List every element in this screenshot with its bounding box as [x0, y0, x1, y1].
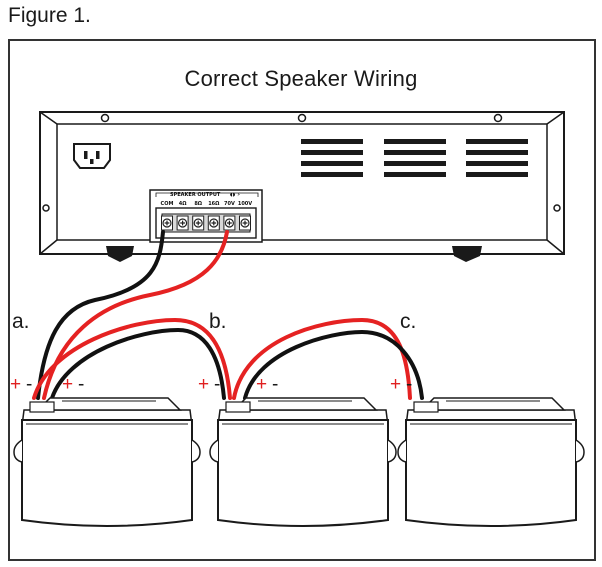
speaker-a-label: a.: [12, 310, 30, 333]
speaker-a-minus-out: -: [78, 374, 84, 395]
amplifier-rear-panel: [39, 111, 565, 262]
terminal-screw-icon: [223, 215, 236, 231]
terminal-label: 16Ω: [208, 201, 220, 207]
speaker-b-label: b.: [209, 310, 227, 333]
ventilation-grille-icon: [301, 139, 528, 177]
speaker-a: [13, 397, 201, 527]
terminal-screw-icon: [192, 215, 205, 231]
diagram-title: Correct Speaker Wiring: [184, 66, 418, 91]
speaker-link-wires: [32, 317, 424, 400]
terminal-label: 4Ω: [179, 201, 187, 207]
speaker-c-plus-in: +: [390, 374, 401, 395]
terminal-label: COM: [161, 201, 174, 207]
terminal-screw-icon: [238, 215, 252, 231]
terminal-label: 8Ω: [194, 201, 202, 207]
speaker-a-plus-out: +: [62, 374, 73, 395]
speaker-c: [397, 397, 585, 527]
figure-frame: [8, 39, 596, 561]
speaker-b: [209, 397, 397, 527]
speaker-output-header: SPEAKER OUTPUT: [170, 192, 221, 198]
high-voltage-warning-icon: ◖◗ ⚡: [230, 192, 241, 198]
speaker-a-minus-in: -: [26, 374, 32, 395]
terminal-screw-icon: [160, 215, 174, 231]
speaker-b-plus-out: +: [256, 374, 267, 395]
figure-label: Figure 1.: [8, 4, 91, 27]
speaker-b-plus-in: +: [198, 374, 209, 395]
terminal-label: 70V: [224, 201, 235, 207]
power-inlet-icon: [73, 143, 111, 169]
terminal-screw-icon: [207, 215, 220, 231]
amp-output-cables: [36, 230, 229, 400]
speaker-a-plus-in: +: [10, 374, 21, 395]
terminal-screw-icon: [176, 215, 189, 231]
speaker-c-minus-in: -: [406, 374, 412, 395]
speaker-c-label: c.: [400, 310, 416, 333]
speaker-b-minus-out: -: [272, 374, 278, 395]
terminal-label: 100V: [238, 201, 252, 207]
speaker-b-minus-in: -: [214, 374, 220, 395]
